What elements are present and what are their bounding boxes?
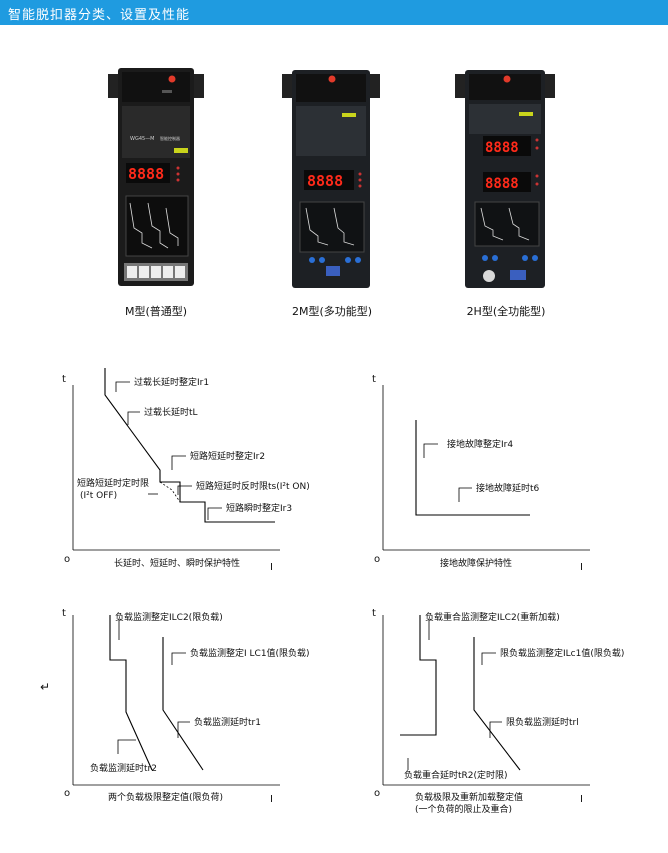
brand-label: 智能控制器 [160, 135, 180, 141]
stray-mark: ↵ [40, 680, 51, 694]
diagram4-t-label: t [372, 608, 376, 619]
device-2m-type: 8888 [282, 70, 380, 288]
device-m-type: WG45—M 智能控制器 8888 [108, 68, 204, 286]
diagram3-i-label: I [270, 794, 273, 805]
led-display: 8888 [128, 165, 164, 183]
label-ir2: 短路短延时整定Ir2 [190, 450, 265, 462]
trip-curve-reclose [400, 615, 437, 736]
diagram1-i-label: I [270, 562, 273, 573]
label-reclose-tr2: 负载重合延时tR2(定时限) [404, 769, 508, 781]
section-title: 智能脱扣器分类、设置及性能 [8, 8, 191, 23]
trip-curve-lc1 [162, 637, 204, 771]
label-tr2: 负载监测延时tr2 [90, 762, 157, 774]
trip-curve-lc2 [109, 615, 153, 771]
label-ir1: 过载长延时整定Ir1 [134, 376, 209, 388]
diagram2-t-label: t [372, 374, 376, 385]
label-ts-inverse: 短路短延时反时限ts(I²t ON) [196, 480, 310, 492]
diagram4-i-label: I [580, 794, 583, 805]
device-caption-2h: 2H型(全功能型) [466, 305, 546, 318]
diagram2-o-label: o [374, 554, 380, 565]
diagram3-o-label: o [64, 788, 70, 799]
label-tl: 过载长延时tL [144, 406, 198, 418]
label-t6: 接地故障延时t6 [476, 482, 540, 494]
label-ir3: 短路瞬时整定Ir3 [226, 502, 292, 514]
section-header: 智能脱扣器分类、设置及性能 [0, 0, 668, 25]
diagram-load-reclose: t o I 负载重合监测整定ILC2(重新加载) 限负载监测整定ILc1值(限负… [372, 608, 624, 815]
device-caption-m: M型(普通型) [124, 305, 188, 318]
label-ts-fixed: 短路短延时定时限 [77, 477, 149, 489]
diagram4-caption-note: (一个负荷的限止及重合) [415, 803, 512, 815]
label-reclose-lc2: 负载重合监测整定ILC2(重新加载) [425, 611, 560, 623]
led-display-top: 8888 [485, 140, 519, 156]
diagram-ground-fault: t o I 接地故障整定Ir4 接地故障延时t6 接地故障保护特性 [372, 374, 590, 573]
diagram4-caption: 负载极限及重新加载整定值 [415, 791, 523, 803]
label-tr1: 负载监测延时tr1 [194, 716, 261, 728]
diagram-load-limit: t o I 负载监测整定ILC2(限负载) 负载监测整定I LC1值(限负载) … [62, 608, 310, 805]
trip-curve-main [104, 368, 275, 523]
diagram3-caption: 两个负载极限整定值(限负荷) [108, 791, 223, 803]
label-trl: 限负载监测延时trl [506, 716, 579, 728]
trip-curve-limit [473, 637, 521, 771]
device-2h-type: 8888 8888 [455, 70, 555, 288]
device-caption-2m: 2M型(多功能型) [291, 305, 373, 318]
label-ir4: 接地故障整定Ir4 [447, 438, 513, 450]
diagram2-caption: 接地故障保护特性 [440, 557, 512, 569]
diagram3-t-label: t [62, 608, 66, 619]
diagram1-caption: 长延时、短延时、瞬时保护特性 [114, 557, 240, 569]
diagram1-o-label: o [64, 554, 70, 565]
diagram4-o-label: o [374, 788, 380, 799]
diagram2-i-label: I [580, 562, 583, 573]
led-display-bottom: 8888 [485, 176, 519, 192]
label-limit-lc1: 限负载监测整定ILc1值(限负载) [500, 647, 624, 659]
trip-curve-inverse [159, 481, 181, 503]
diagram-long-short-instant: t o I 过载长延时整定Ir1 过载长延时tL 短路短延时整定Ir2 短路短延… [62, 368, 310, 573]
label-ts-fixed-i2t: (I²t OFF) [80, 491, 117, 501]
led-display: 8888 [307, 172, 343, 190]
label-lc1: 负载监测整定I LC1值(限负载) [190, 647, 310, 659]
diagram1-t-label: t [62, 374, 66, 385]
trip-curve-ground [415, 420, 530, 516]
model-label: WG45—M [130, 136, 155, 142]
label-lc2: 负载监测整定ILC2(限负载) [115, 611, 223, 623]
